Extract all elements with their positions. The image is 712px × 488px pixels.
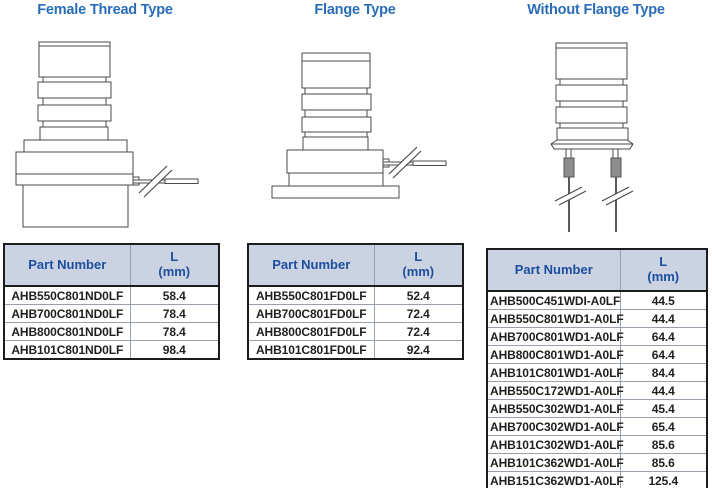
thread-stack [301, 52, 372, 151]
table-row: AHB700C302WD1-A0LF 65.4 [486, 417, 708, 436]
part-number-cell: AHB800C801WD1-A0LF [486, 345, 624, 364]
table-row: AHB550C801ND0LF 58.4 [3, 285, 220, 305]
table-row: AHB101C302WD1-A0LF 85.6 [486, 435, 708, 454]
part-number-cell: AHB101C302WD1-A0LF [486, 435, 624, 454]
part-number-cell: AHB550C801FD0LF [247, 285, 375, 305]
lead-wires [563, 157, 622, 232]
part-number-cell: AHB101C362WD1-A0LF [486, 453, 624, 472]
length-cell: 64.4 [619, 345, 708, 364]
length-cell: 125.4 [619, 471, 708, 488]
connector-body [271, 149, 400, 199]
length-cell: 44.4 [619, 381, 708, 400]
table-row: AHB550C801WD1-A0LF 44.4 [486, 309, 708, 328]
length-cell: 65.4 [619, 417, 708, 436]
table-header-row: Part Number L (mm) [3, 243, 220, 287]
length-cell: 85.6 [619, 453, 708, 472]
table-row: AHB101C801WD1-A0LF 84.4 [486, 363, 708, 382]
lead-wire [382, 158, 447, 168]
table-row: AHB800C801FD0LF 72.4 [247, 322, 464, 341]
part-number-header: Part Number [3, 243, 131, 287]
table-row: AHB151C362WD1-A0LF 125.4 [486, 471, 708, 488]
part-number-cell: AHB700C302WD1-A0LF [486, 417, 624, 436]
table-row: AHB800C801ND0LF 78.4 [3, 322, 220, 341]
table-row: AHB101C362WD1-A0LF 85.6 [486, 453, 708, 472]
part-number-header: Part Number [486, 248, 621, 292]
length-cell: 92.4 [373, 340, 464, 360]
part-table-flange: Part Number L (mm) AHB550C801FD0LF 52.4 … [247, 243, 464, 360]
wire-break-icon [388, 146, 422, 179]
table-row: AHB101C801FD0LF 92.4 [247, 340, 464, 360]
wire-break-icon-right [601, 186, 634, 206]
table-row: AHB700C801ND0LF 78.4 [3, 304, 220, 323]
wire-break-icon-left [554, 186, 587, 206]
part-number-cell: AHB700C801WD1-A0LF [486, 327, 624, 346]
female-thread-drawing [15, 41, 199, 228]
part-number-cell: AHB101C801ND0LF [3, 340, 131, 360]
part-number-cell: AHB151C362WD1-A0LF [486, 471, 624, 488]
lead-wire [132, 176, 199, 186]
length-cell: 44.4 [619, 309, 708, 328]
part-number-header: Part Number [247, 243, 375, 287]
table-row: AHB700C801FD0LF 72.4 [247, 304, 464, 323]
part-number-cell: AHB550C302WD1-A0LF [486, 399, 624, 418]
length-cell: 72.4 [373, 322, 464, 341]
table-row: AHB550C801FD0LF 52.4 [247, 285, 464, 305]
length-cell: 85.6 [619, 435, 708, 454]
base-plate [550, 139, 634, 159]
part-number-cell: AHB101C801WD1-A0LF [486, 363, 624, 382]
part-table-female-thread: Part Number L (mm) AHB550C801ND0LF 58.4 … [3, 243, 220, 360]
part-number-cell: AHB101C801FD0LF [247, 340, 375, 360]
length-cell: 64.4 [619, 327, 708, 346]
length-header: L (mm) [373, 243, 464, 287]
part-number-cell: AHB700C801ND0LF [3, 304, 131, 323]
length-cell: 45.4 [619, 399, 708, 418]
connector-body [15, 139, 134, 228]
section-title-female-thread: Female Thread Type [37, 2, 173, 18]
section-title-flange: Flange Type [314, 2, 396, 18]
length-header: L (mm) [619, 248, 708, 292]
table-row: AHB550C302WD1-A0LF 45.4 [486, 399, 708, 418]
length-cell: 58.4 [129, 285, 220, 305]
length-cell: 84.4 [619, 363, 708, 382]
part-number-cell: AHB500C451WDI-A0LF [486, 290, 621, 310]
table-row: AHB700C801WD1-A0LF 64.4 [486, 327, 708, 346]
length-cell: 98.4 [129, 340, 220, 360]
part-number-cell: AHB700C801FD0LF [247, 304, 375, 323]
table-row: AHB101C801ND0LF 98.4 [3, 340, 220, 360]
part-table-without-flange: Part Number L (mm) AHB500C451WDI-A0LF 44… [486, 248, 708, 488]
length-cell: 44.5 [619, 290, 708, 310]
without-flange-drawing [550, 42, 634, 232]
length-cell: 52.4 [373, 285, 464, 305]
part-number-cell: AHB800C801ND0LF [3, 322, 131, 341]
table-row: AHB500C451WDI-A0LF 44.5 [486, 290, 708, 310]
length-cell: 72.4 [373, 304, 464, 323]
thread-stack [555, 42, 629, 141]
section-title-without-flange: Without Flange Type [527, 2, 665, 18]
table-row: AHB550C172WD1-A0LF 44.4 [486, 381, 708, 400]
length-cell: 78.4 [129, 322, 220, 341]
table-header-row: Part Number L (mm) [247, 243, 464, 287]
part-number-cell: AHB550C801ND0LF [3, 285, 131, 305]
thread-stack [37, 41, 112, 141]
length-header: L (mm) [129, 243, 220, 287]
wire-break-icon [138, 165, 173, 198]
table-row: AHB800C801WD1-A0LF 64.4 [486, 345, 708, 364]
part-number-cell: AHB800C801FD0LF [247, 322, 375, 341]
flange-drawing [271, 52, 447, 199]
part-number-cell: AHB550C172WD1-A0LF [486, 381, 624, 400]
part-number-cell: AHB550C801WD1-A0LF [486, 309, 624, 328]
table-header-row: Part Number L (mm) [486, 248, 708, 292]
length-cell: 78.4 [129, 304, 220, 323]
